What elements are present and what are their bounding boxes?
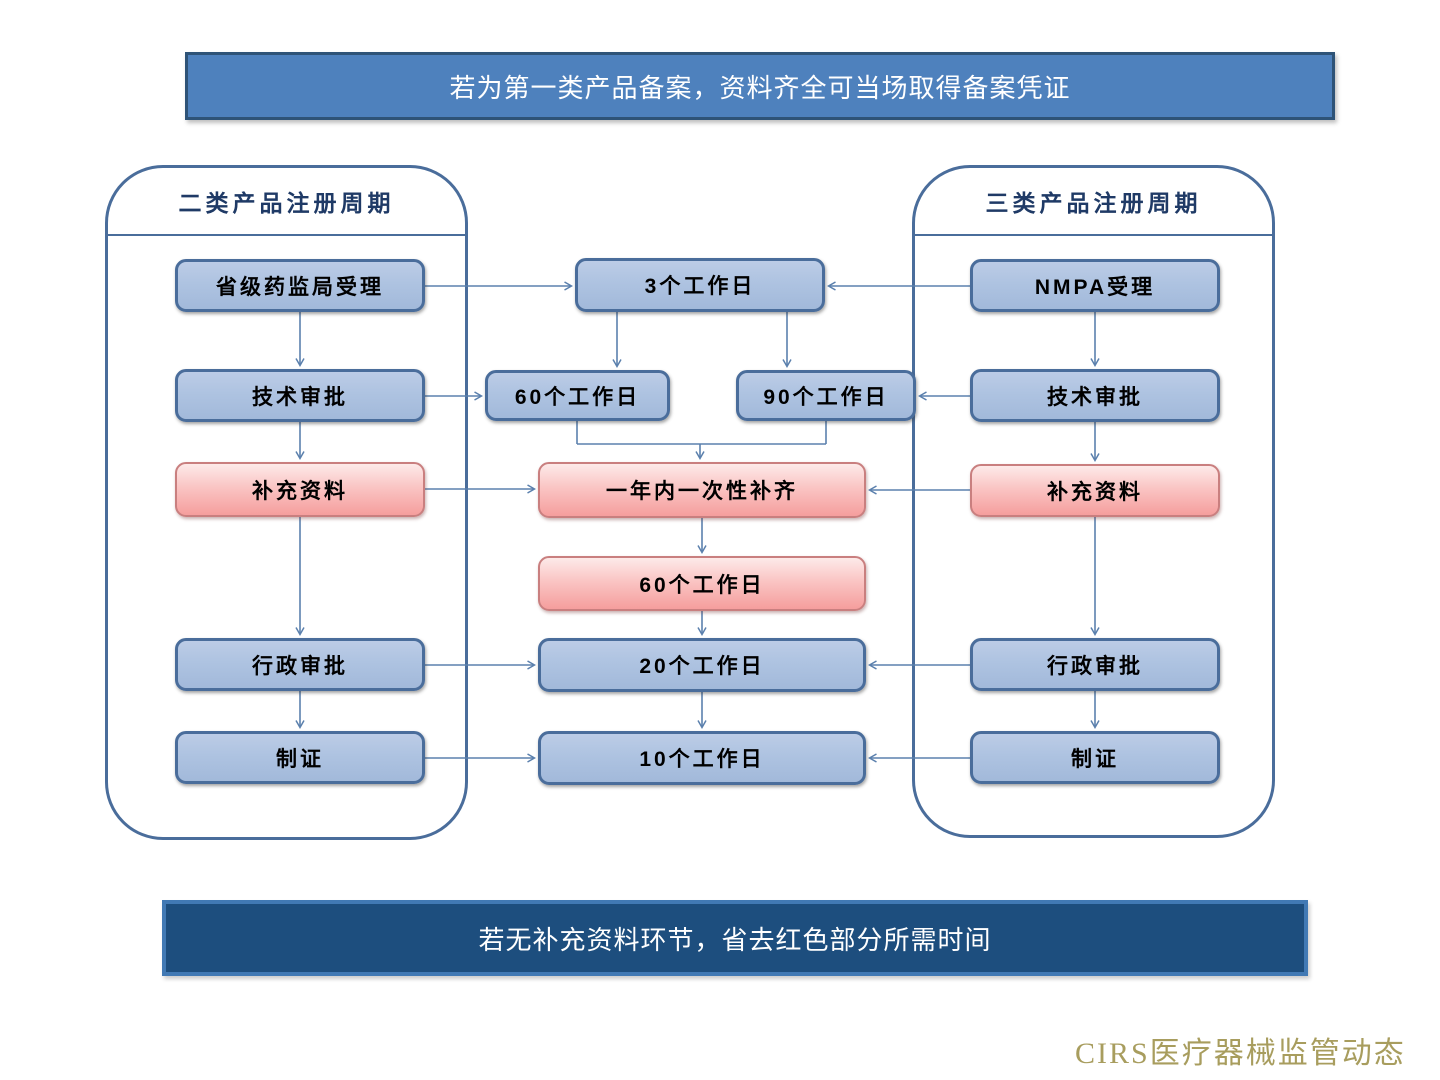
- class2-panel-header: 二类产品注册周期: [108, 168, 465, 236]
- acceptance-days-label: 3个工作日: [644, 275, 756, 298]
- class2-supplement-label: 补充资料: [252, 479, 348, 503]
- class2-tech-days-box: 60个工作日: [485, 370, 670, 421]
- supplement-review-days-label: 60个工作日: [639, 573, 765, 597]
- top-banner: 若为第一类产品备案，资料齐全可当场取得备案凭证: [185, 52, 1335, 120]
- class2-supplement-box: 补充资料: [175, 462, 425, 517]
- class3-tech-review-box: 技术审批: [970, 369, 1220, 422]
- cirs-watermark-text: CIRS医疗器械监管动态: [1075, 1037, 1406, 1070]
- bottom-banner-text: 若无补充资料环节，省去红色部分所需时间: [478, 924, 992, 955]
- class2-admin-approval-box: 行政审批: [175, 638, 425, 691]
- admin-approval-days-box: 20个工作日: [538, 638, 866, 692]
- class3-admin-approval-label: 行政审批: [1047, 654, 1143, 678]
- class3-certificate-label: 制证: [1071, 747, 1119, 771]
- class2-tech-review-box: 技术审批: [175, 369, 425, 422]
- class3-acceptance-box: NMPA受理: [970, 259, 1220, 312]
- class3-supplement-box: 补充资料: [970, 464, 1220, 517]
- class3-supplement-label: 补充资料: [1047, 480, 1143, 504]
- class2-certificate-box: 制证: [175, 731, 425, 784]
- supplement-window-label: 一年内一次性补齐: [606, 480, 798, 503]
- bottom-banner: 若无补充资料环节，省去红色部分所需时间: [162, 900, 1308, 976]
- top-banner-text: 若为第一类产品备案，资料齐全可当场取得备案凭证: [449, 72, 1071, 103]
- class3-tech-days-label: 90个工作日: [763, 385, 889, 409]
- admin-approval-days-label: 20个工作日: [639, 655, 765, 678]
- certificate-days-box: 10个工作日: [538, 731, 866, 785]
- supplement-review-days-box: 60个工作日: [538, 556, 866, 611]
- class3-acceptance-label: NMPA受理: [1034, 275, 1156, 299]
- class3-certificate-box: 制证: [970, 731, 1220, 784]
- certificate-days-label: 10个工作日: [639, 748, 765, 771]
- cirs-watermark: CIRS医疗器械监管动态: [1075, 1028, 1425, 1072]
- class3-admin-approval-box: 行政审批: [970, 638, 1220, 691]
- class2-acceptance-label: 省级药监局受理: [216, 275, 384, 299]
- class2-certificate-label: 制证: [276, 747, 324, 771]
- acceptance-days-box: 3个工作日: [575, 258, 825, 312]
- class2-acceptance-box: 省级药监局受理: [175, 259, 425, 312]
- class2-panel-title: 二类产品注册周期: [178, 190, 395, 216]
- class2-admin-approval-label: 行政审批: [252, 654, 348, 678]
- class2-tech-days-label: 60个工作日: [514, 385, 641, 409]
- class2-tech-review-label: 技术审批: [252, 385, 348, 409]
- class3-panel-header: 三类产品注册周期: [915, 168, 1272, 236]
- class3-tech-review-label: 技术审批: [1047, 385, 1143, 409]
- supplement-window-box: 一年内一次性补齐: [538, 462, 866, 518]
- class3-panel-title: 三类产品注册周期: [985, 190, 1202, 216]
- class3-tech-days-box: 90个工作日: [736, 370, 916, 421]
